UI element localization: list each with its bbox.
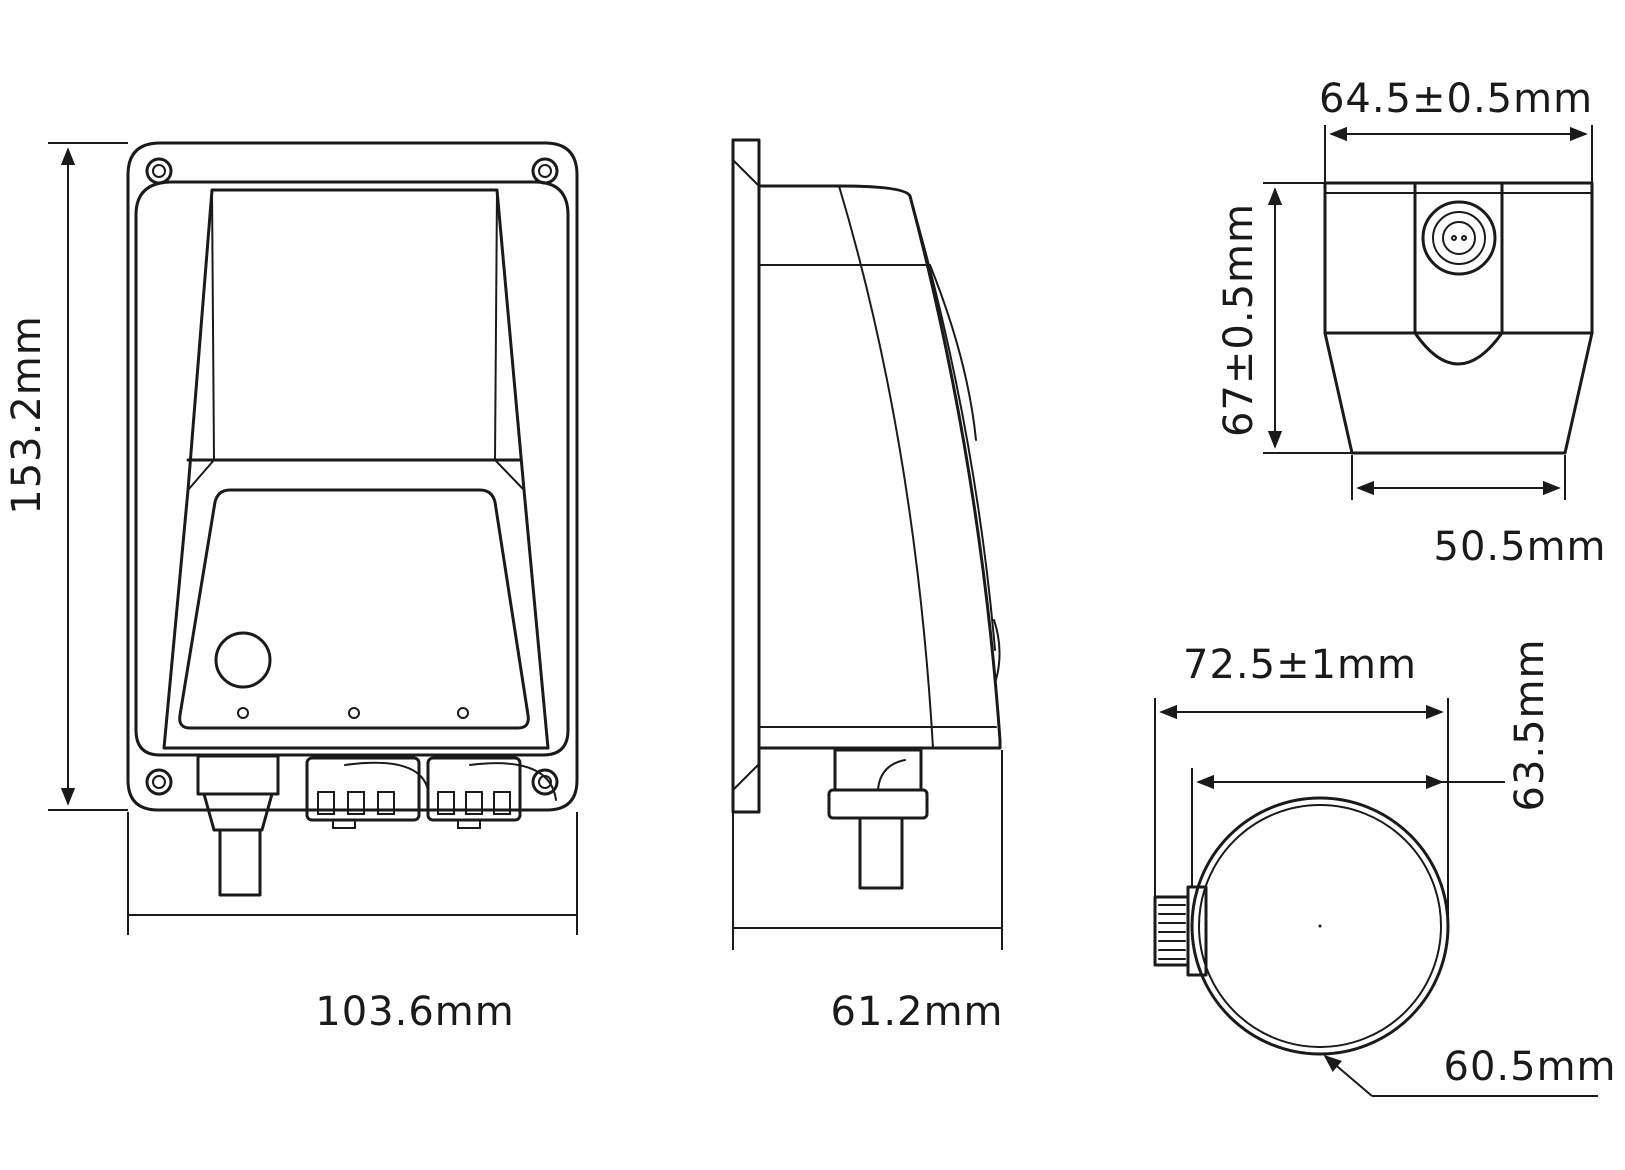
top-view (1323, 181, 1594, 455)
base-diameter-dimension: 60.5mm (1323, 1044, 1617, 1097)
top-width-label: 64.5±0.5mm (1319, 76, 1593, 122)
indicator-led (348, 707, 360, 719)
mounting-hole-top-right (531, 157, 559, 185)
base-connector-thread (1153, 885, 1208, 977)
connector-right (426, 756, 522, 829)
side-view (731, 138, 1002, 890)
indicator-led (457, 707, 469, 719)
side-depth-dimension: 61.2mm (732, 750, 1004, 1035)
front-width-label: 103.6mm (315, 989, 514, 1035)
mounting-hole-bottom-left (145, 768, 173, 796)
top-height-label: 67±0.5mm (1216, 203, 1262, 437)
base-diameter-label: 60.5mm (1444, 1044, 1617, 1090)
front-height-label: 153.2mm (4, 315, 50, 514)
front-view (126, 141, 579, 897)
top-bottom-width-label: 50.5mm (1434, 524, 1607, 570)
base-width-dimension: 72.5±1mm (1154, 642, 1449, 926)
connector-port (1421, 200, 1497, 276)
front-height-dimension: 153.2mm (4, 142, 128, 811)
sensor-window (214, 631, 272, 689)
indicator-led (237, 707, 249, 719)
side-depth-label: 61.2mm (831, 989, 1004, 1035)
front-width-dimension: 103.6mm (127, 812, 578, 1035)
top-width-dimension: 64.5±0.5mm (1319, 76, 1593, 183)
center-mark (1318, 924, 1322, 928)
side-cable-gland (827, 748, 929, 890)
base-inner-width-label: 63.5mm (1507, 639, 1553, 812)
base-width-label: 72.5±1mm (1183, 642, 1417, 688)
top-height-dimension: 67±0.5mm (1216, 182, 1352, 454)
top-bottom-width-dimension: 50.5mm (1351, 455, 1607, 570)
mounting-hole-top-left (145, 157, 173, 185)
base-inner-width-dimension: 63.5mm (1191, 639, 1553, 887)
cable-gland (196, 754, 280, 897)
connector-left (305, 756, 421, 829)
mounting-plate (731, 138, 761, 814)
base-view (1153, 796, 1450, 1056)
